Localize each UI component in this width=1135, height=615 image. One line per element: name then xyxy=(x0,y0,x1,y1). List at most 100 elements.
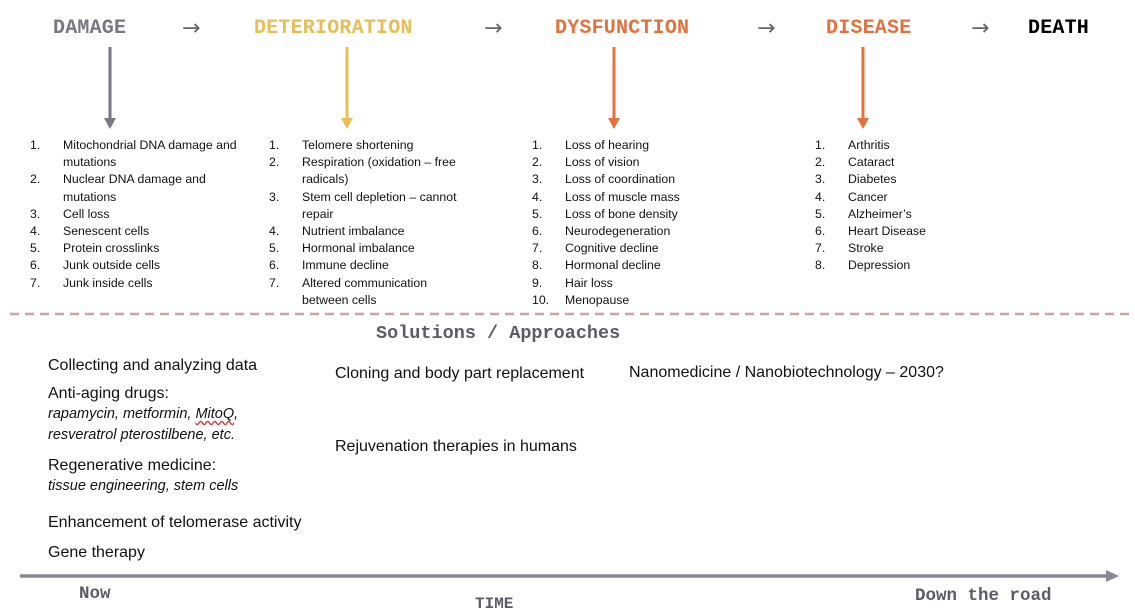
list-item-number: 5. xyxy=(532,206,543,221)
timeline-down-the-road: Down the road xyxy=(915,586,1052,606)
list-item: 3. Stem cell depletion – cannot repair xyxy=(269,189,469,223)
list-item: 5.Alzheimer’s xyxy=(815,206,995,223)
dysfunction-title: DYSFUNCTION xyxy=(555,17,690,40)
list-item-number: 3. xyxy=(30,206,41,221)
list-item-text: Menopause xyxy=(565,292,630,307)
list-item: 6.Heart Disease xyxy=(815,223,995,240)
list-item: 4. Nutrient imbalance xyxy=(269,223,469,240)
list-item-number: 4. xyxy=(269,224,280,239)
list-item-number: 8. xyxy=(815,258,826,273)
list-item: 1. Telomere shortening xyxy=(269,137,469,154)
flow-arrow-1: → xyxy=(182,16,201,41)
list-item-number: 5. xyxy=(30,241,41,256)
list-item-text: Respiration (oxidation – free radicals) xyxy=(302,155,456,187)
list-item-number: 1. xyxy=(532,138,543,152)
list-item-text: Alzheimer’s xyxy=(848,206,912,221)
disease-down-arrow xyxy=(857,47,869,129)
disease-title: DISEASE xyxy=(826,17,912,40)
list-item-number: 7. xyxy=(30,275,41,290)
list-item: 5. Loss of bone density xyxy=(532,206,732,223)
list-item-number: 5. xyxy=(269,241,280,256)
list-item-text: Immune decline xyxy=(302,258,389,273)
list-item-text: Altered communication between cells xyxy=(302,275,428,307)
damage-list: 1. Mitochondrial DNA damage and mutations… xyxy=(30,137,245,292)
list-item: 3. Diabetes xyxy=(815,171,995,188)
list-item: 8.Hormonal decline xyxy=(532,257,732,274)
flow-arrow-2: → xyxy=(484,16,503,41)
list-item-text: Nuclear DNA damage and mutations xyxy=(63,172,206,204)
list-item-number: 2. xyxy=(532,155,543,170)
list-item: 6. Neurodegeneration xyxy=(532,223,732,240)
list-item: 6. Immune decline xyxy=(269,257,469,274)
list-item: 2. Loss of vision xyxy=(532,154,732,171)
solution-gene-therapy: Gene therapy xyxy=(48,544,145,561)
list-item: 1. Mitochondrial DNA damage and mutations xyxy=(30,137,245,171)
list-item: 2.Respiration (oxidation – free radicals… xyxy=(269,154,469,188)
list-item: 8.Depression xyxy=(815,257,995,274)
solution-telomerase: Enhancement of telomerase activity xyxy=(48,514,302,531)
list-item-number: 1. xyxy=(269,138,280,152)
solution-regenerative: Regenerative medicine: tissue engineerin… xyxy=(48,456,238,497)
list-item-number: 2. xyxy=(30,172,41,187)
anti-aging-examples-part1: rapamycin, metformin, xyxy=(48,406,196,422)
list-item-number: 1. xyxy=(30,138,41,152)
list-item-number: 3. xyxy=(532,172,543,187)
list-item: 10. Menopause xyxy=(532,292,732,309)
list-item-number: 4. xyxy=(30,224,41,239)
list-item-number: 6. xyxy=(269,258,280,273)
list-item-text: Cell loss xyxy=(63,206,110,221)
list-item-number: 7. xyxy=(532,241,543,256)
list-item-text: Hormonal imbalance xyxy=(302,241,415,256)
deterioration-title: DETERIORATION xyxy=(254,17,413,40)
list-item: 7.Junk inside cells xyxy=(30,275,245,292)
list-item-text: Loss of coordination xyxy=(565,172,676,187)
list-item-number: 6. xyxy=(532,224,543,239)
list-item-text: Cognitive decline xyxy=(565,241,659,256)
deterioration-down-arrow xyxy=(341,47,353,129)
list-item-text: Loss of muscle mass xyxy=(565,189,680,204)
list-item-text: Protein crosslinks xyxy=(63,241,160,256)
flow-arrow-3: → xyxy=(757,16,776,41)
list-item: 4.Cancer xyxy=(815,189,995,206)
list-item-text: Loss of hearing xyxy=(565,138,650,152)
list-item-text: Neurodegeneration xyxy=(565,224,671,239)
list-item-text: Loss of vision xyxy=(565,155,640,170)
list-item-text: Stem cell depletion – cannot repair xyxy=(302,189,457,221)
list-item-text: Loss of bone density xyxy=(565,206,678,221)
list-item-number: 3. xyxy=(269,189,280,204)
list-item: 9.Hair loss xyxy=(532,275,732,292)
list-item: 3. Cell loss xyxy=(30,206,245,223)
solution-cloning: Cloning and body part replacement xyxy=(335,365,585,382)
list-item-number: 7. xyxy=(269,275,280,290)
deterioration-list: 1. Telomere shortening 2.Respiration (oxid… xyxy=(269,137,469,309)
list-item: 7.Stroke xyxy=(815,240,995,257)
mitoq-text: MitoQ xyxy=(195,406,235,422)
list-item-text: Cataract xyxy=(848,155,895,170)
list-item-number: 2. xyxy=(815,155,826,170)
list-item-text: Senescent cells xyxy=(63,224,150,239)
list-item-text: Diabetes xyxy=(848,172,897,187)
list-item: 5. Protein crosslinks xyxy=(30,240,245,257)
list-item: 2. Cataract xyxy=(815,154,995,171)
list-item-text: Mitochondrial DNA damage and mutations xyxy=(63,138,237,170)
flow-arrow-4: → xyxy=(971,16,990,41)
death-title: DEATH xyxy=(1028,17,1090,40)
list-item-text: Nutrient imbalance xyxy=(302,224,405,239)
list-item: 4.Loss of muscle mass xyxy=(532,189,732,206)
list-item-number: 10. xyxy=(532,292,550,307)
list-item-number: 1. xyxy=(815,138,826,152)
list-item: 5. Hormonal imbalance xyxy=(269,240,469,257)
list-item-number: 3. xyxy=(815,172,826,187)
list-item-text: Telomere shortening xyxy=(302,138,414,152)
regenerative-heading: Regenerative medicine: xyxy=(48,457,217,474)
timeline-now: Now xyxy=(79,584,111,604)
list-item-text: Hormonal decline xyxy=(565,258,661,273)
list-item: 4. Senescent cells xyxy=(30,223,245,240)
list-item: 7. Altered communication between cells xyxy=(269,275,469,309)
list-item-number: 6. xyxy=(30,258,41,273)
list-item: 6.Junk outside cells xyxy=(30,257,245,274)
list-item: 3. Loss of coordination xyxy=(532,171,732,188)
time-axis-arrow xyxy=(20,570,1119,582)
dysfunction-list: 1. Loss of hearing 2. Loss of vision 3. Loss … xyxy=(532,137,732,309)
solution-anti-aging: Anti-aging drugs: rapamycin, metformin, … xyxy=(48,384,238,446)
